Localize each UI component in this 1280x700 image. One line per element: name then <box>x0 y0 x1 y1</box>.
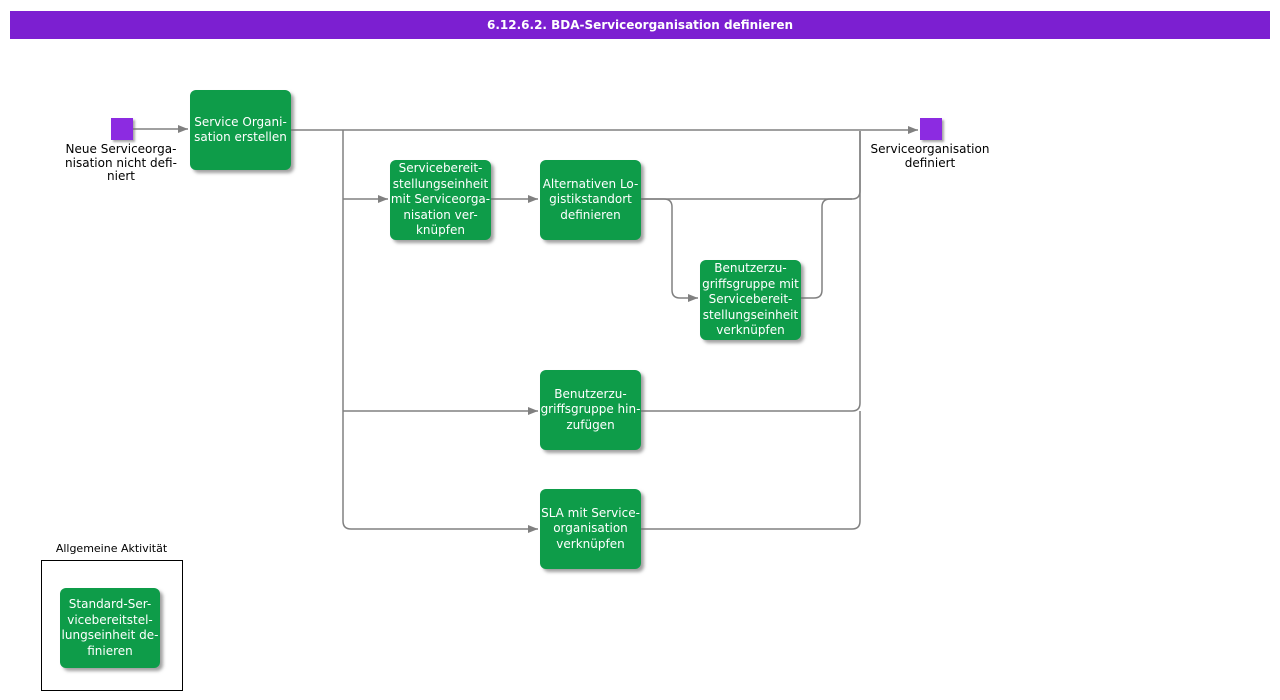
task-label: Servicebereit- stellungseinheit mit Serv… <box>390 161 491 238</box>
start-event-label: Neue Serviceorga- nisation nicht defi- n… <box>65 142 177 183</box>
task-standard-servicebereitstellungseinheit-definieren[interactable]: Standard-Ser- vicebereitstel- lungseinhe… <box>60 588 160 668</box>
task-label: Benutzerzu- griffsgruppe hin- zufügen <box>540 386 641 432</box>
flow-task4-to-join <box>801 198 852 299</box>
end-event-label: Serviceorganisation definiert <box>870 142 990 170</box>
task-label: Standard-Ser- vicebereitstel- lungseinhe… <box>61 597 159 658</box>
flow-branch-vertical-to-sla <box>342 130 538 533</box>
task-benutzerzugriffsgruppe-mit-servicebereitstellungseinheit-verknuepfen[interactable]: Benutzerzu- griffsgruppe mit Servicebere… <box>700 260 801 340</box>
legend-title: Allgemeine Aktivität <box>55 542 168 555</box>
task-sla-mit-serviceorganisation-verknuepfen[interactable]: SLA mit Service- organisation verknüpfen <box>540 489 641 569</box>
diagram-title-bar: 6.12.6.2. BDA-Serviceorganisation defini… <box>10 11 1270 39</box>
task-servicebereitstellungseinheit-mit-serviceorganisation-verknuepfen[interactable]: Servicebereit- stellungseinheit mit Serv… <box>390 160 491 240</box>
start-event-square[interactable] <box>111 118 133 140</box>
flow-task5-to-join <box>641 131 861 412</box>
task-label: Benutzerzu- griffsgruppe mit Servicebere… <box>702 261 799 338</box>
task-label: SLA mit Service- organisation verknüpfen <box>541 505 640 551</box>
task-alternativen-logistikstandort-definieren[interactable]: Alternativen Lo- gistikstandort definier… <box>540 160 641 240</box>
flow-task3-skip-to-join <box>641 131 861 200</box>
task-benutzerzugriffsgruppe-hinzufuegen[interactable]: Benutzerzu- griffsgruppe hin- zufügen <box>540 370 641 450</box>
diagram-title: 6.12.6.2. BDA-Serviceorganisation defini… <box>487 18 793 32</box>
task-label: Alternativen Lo- gistikstandort definier… <box>542 176 639 222</box>
flow-task3-to-task4 <box>641 198 698 302</box>
task-service-organisation-erstellen[interactable]: Service Organi- sation erstellen <box>190 90 291 170</box>
flow-task6-to-join <box>641 411 861 530</box>
task-label: Service Organi- sation erstellen <box>194 114 287 145</box>
end-event-square[interactable] <box>920 118 942 140</box>
